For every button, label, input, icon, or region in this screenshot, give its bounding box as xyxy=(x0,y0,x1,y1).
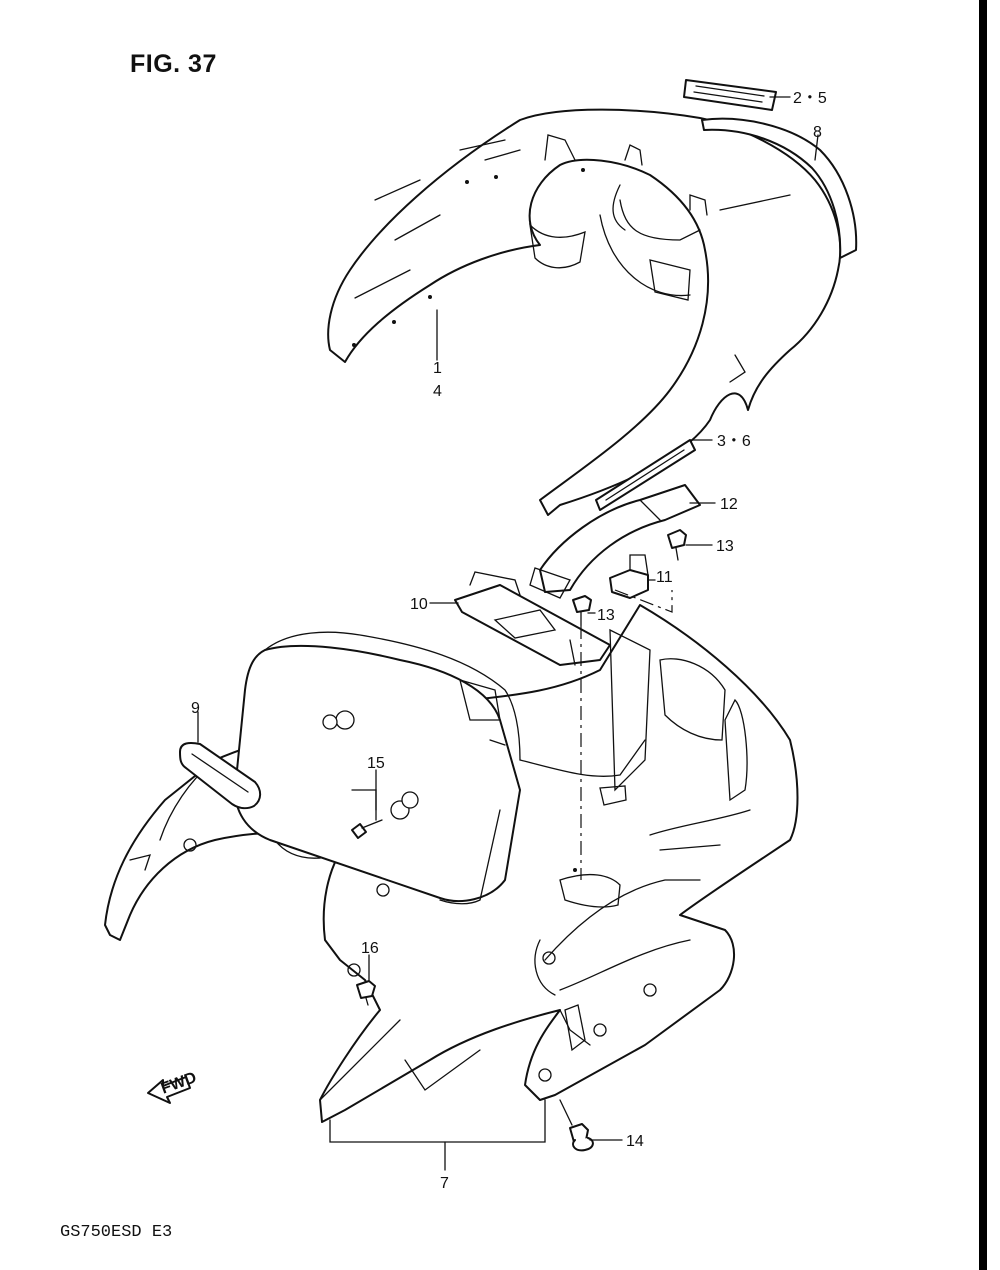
callout-16: 16 xyxy=(361,940,379,957)
grommet xyxy=(179,742,262,810)
figure-title: FIG. 37 xyxy=(130,50,217,78)
callout-1: 1 xyxy=(433,360,442,377)
cowl-seal-strip xyxy=(701,117,858,259)
callout-14: 14 xyxy=(626,1133,644,1150)
bolt-13a xyxy=(667,529,687,561)
callout-15: 15 xyxy=(367,755,385,772)
bolt-16 xyxy=(356,980,376,1006)
model-code: GS750ESD E3 xyxy=(60,1223,173,1242)
tail-bracket-plate xyxy=(454,571,611,666)
callout-8: 8 xyxy=(813,124,822,141)
small-bracket xyxy=(609,554,649,599)
callout-12: 12 xyxy=(720,496,738,513)
page-edge-rule xyxy=(979,0,987,1270)
screw-15 xyxy=(351,819,383,839)
callout-labels: 2・5 8 1 4 3・6 12 13 11 10 13 9 15 16 14 … xyxy=(191,90,827,1192)
callout-13a: 13 xyxy=(716,538,734,555)
emblem-decal xyxy=(683,79,777,111)
side-decal xyxy=(595,439,696,511)
callout-4: 4 xyxy=(433,383,442,400)
license-plate-backing xyxy=(234,631,521,905)
bolt-13b xyxy=(572,595,592,626)
callout-7: 7 xyxy=(440,1175,449,1192)
callout-leaders xyxy=(197,96,819,1171)
bolt-14 xyxy=(569,1123,594,1152)
callout-2-5: 2・5 xyxy=(793,90,827,107)
callout-13b: 13 xyxy=(597,607,615,624)
cowl-bracket xyxy=(529,484,701,599)
callout-10: 10 xyxy=(410,596,428,613)
forward-arrow-icon: FWD xyxy=(147,1069,199,1104)
callout-9: 9 xyxy=(191,700,200,717)
callout-11: 11 xyxy=(656,569,673,586)
seat-tail-cowl xyxy=(327,108,842,516)
callout-3-6: 3・6 xyxy=(717,433,751,450)
